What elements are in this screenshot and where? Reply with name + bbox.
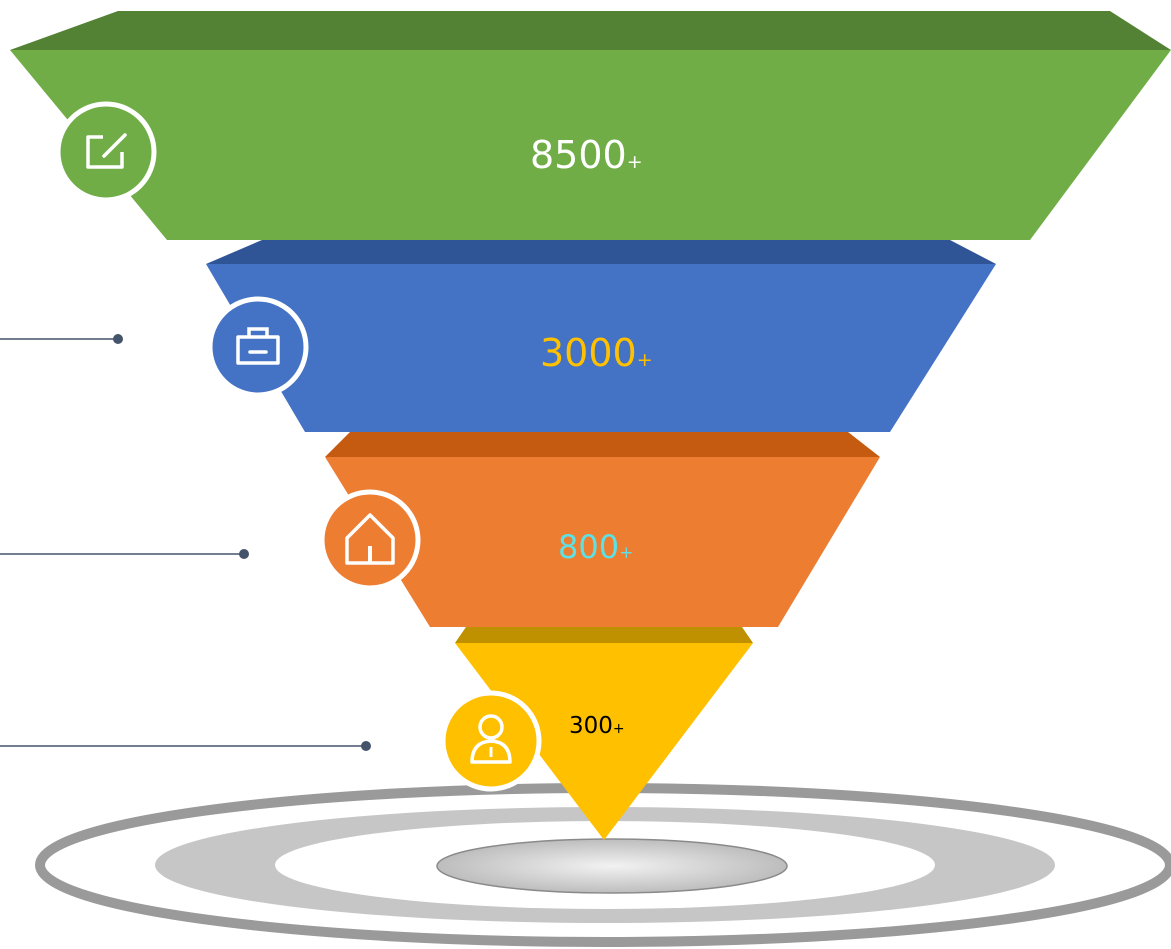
funnel-stage-4: [455, 627, 753, 840]
funnel-stage-1: [10, 11, 1171, 240]
stage-2-front-face: [206, 264, 996, 432]
stage-3-top-face: [325, 432, 880, 457]
connector-line-1: [0, 334, 123, 344]
stage-2-value-label: 3000+: [540, 331, 653, 375]
stage-1-value-label: 8500+: [530, 133, 643, 177]
stage-3-front-face: [325, 457, 880, 627]
funnel-stage-3: [325, 432, 880, 627]
stage-4-value-label: 300+: [569, 713, 625, 739]
stage-4-top-face: [455, 627, 753, 643]
user-icon: [440, 690, 542, 792]
connector-line-2: [0, 549, 249, 559]
home-icon: [319, 489, 421, 591]
edit-icon: [55, 101, 157, 203]
base-platform: [35, 783, 1171, 947]
stage-2-top-face: [206, 240, 996, 264]
funnel-stage-2: [206, 240, 996, 432]
shopping-bag-icon: [207, 296, 309, 398]
stage-1-front-face: [10, 50, 1171, 240]
stage-1-top-face: [10, 11, 1171, 50]
stage-3-value-label: 800+: [558, 528, 633, 566]
connector-line-3: [0, 741, 371, 751]
stage-4-front-face: [455, 643, 753, 840]
